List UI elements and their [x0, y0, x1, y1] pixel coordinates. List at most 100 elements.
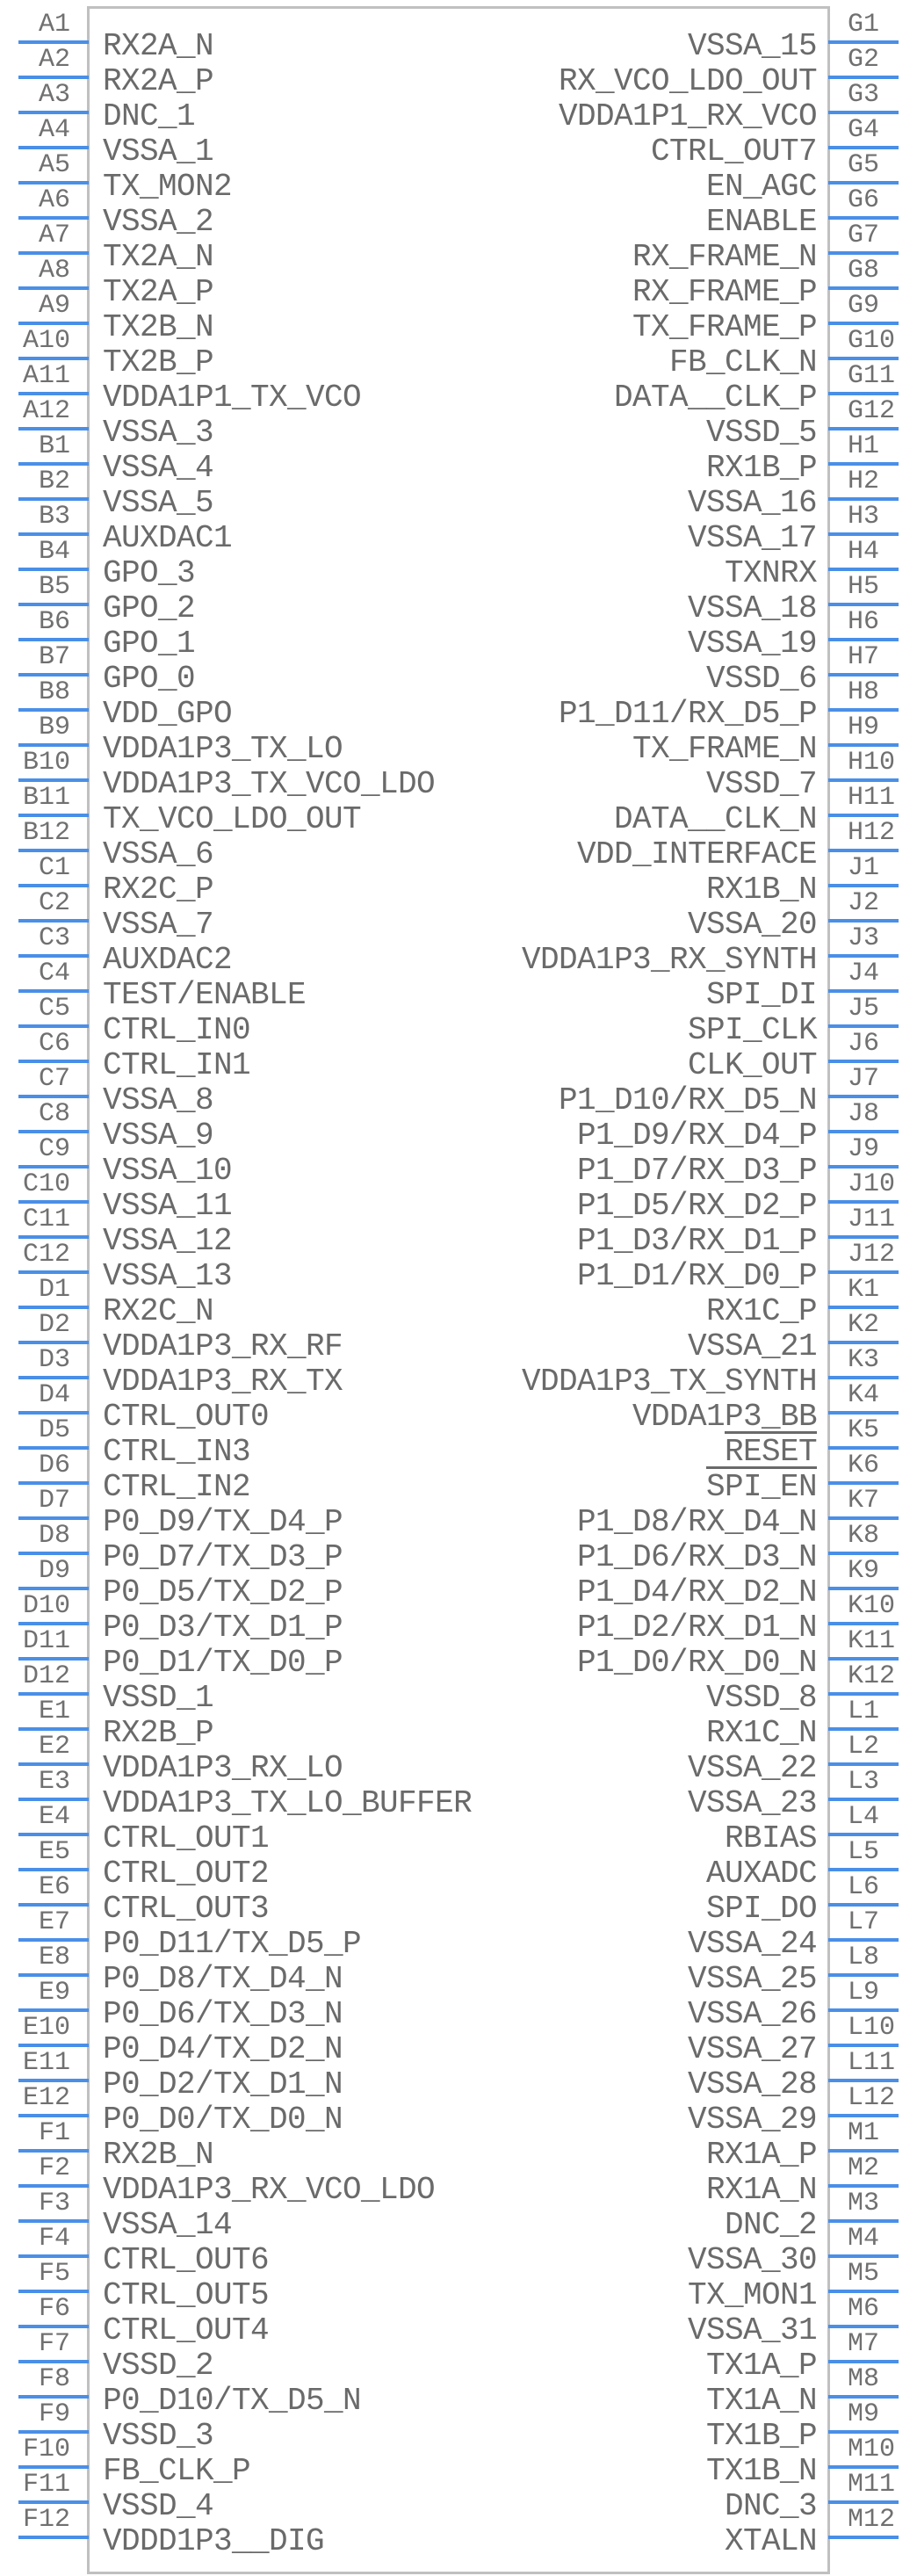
pin-line[interactable]: [18, 1657, 89, 1661]
pin-line[interactable]: [828, 357, 899, 360]
pin-line[interactable]: [18, 2008, 89, 2012]
pin-line[interactable]: [18, 568, 89, 571]
pin-line[interactable]: [828, 2430, 899, 2434]
pin-line[interactable]: [828, 1446, 899, 1450]
pin-line[interactable]: [18, 532, 89, 536]
pin-line[interactable]: [18, 111, 89, 114]
pin-line[interactable]: [828, 2254, 899, 2258]
pin-line[interactable]: [828, 2360, 899, 2363]
pin-line[interactable]: [828, 989, 899, 993]
pin-line[interactable]: [828, 1060, 899, 1063]
pin-line[interactable]: [18, 462, 89, 466]
pin-line[interactable]: [18, 778, 89, 782]
pin-line[interactable]: [18, 2465, 89, 2469]
pin-line[interactable]: [828, 1973, 899, 1977]
pin-line[interactable]: [18, 2219, 89, 2223]
pin-line[interactable]: [18, 181, 89, 185]
pin-line[interactable]: [18, 1552, 89, 1555]
pin-line[interactable]: [828, 251, 899, 255]
pin-line[interactable]: [18, 2254, 89, 2258]
pin-line[interactable]: [828, 2149, 899, 2153]
pin-line[interactable]: [828, 2044, 899, 2047]
pin-line[interactable]: [828, 568, 899, 571]
pin-line[interactable]: [828, 673, 899, 677]
pin-line[interactable]: [828, 1833, 899, 1836]
pin-line[interactable]: [828, 427, 899, 431]
pin-line[interactable]: [828, 1306, 899, 1309]
pin-line[interactable]: [18, 1165, 89, 1169]
pin-line[interactable]: [18, 2079, 89, 2082]
pin-line[interactable]: [18, 708, 89, 712]
pin-line[interactable]: [18, 2114, 89, 2117]
pin-line[interactable]: [828, 1727, 899, 1731]
pin-line[interactable]: [18, 919, 89, 923]
pin-line[interactable]: [18, 1376, 89, 1379]
pin-line[interactable]: [18, 2500, 89, 2504]
pin-line[interactable]: [18, 2325, 89, 2328]
pin-line[interactable]: [828, 814, 899, 817]
pin-line[interactable]: [18, 1622, 89, 1625]
pin-line[interactable]: [828, 2219, 899, 2223]
pin-line[interactable]: [828, 2184, 899, 2188]
pin-line[interactable]: [18, 216, 89, 220]
pin-line[interactable]: [828, 849, 899, 852]
pin-line[interactable]: [18, 814, 89, 817]
pin-line[interactable]: [828, 1376, 899, 1379]
pin-line[interactable]: [18, 2290, 89, 2293]
pin-line[interactable]: [828, 216, 899, 220]
pin-line[interactable]: [18, 286, 89, 290]
pin-line[interactable]: [18, 1903, 89, 1907]
pin-line[interactable]: [828, 2395, 899, 2399]
pin-line[interactable]: [18, 1235, 89, 1239]
pin-line[interactable]: [18, 146, 89, 149]
pin-line[interactable]: [18, 1481, 89, 1485]
pin-line[interactable]: [18, 1516, 89, 1520]
pin-line[interactable]: [18, 849, 89, 852]
pin-line[interactable]: [828, 1692, 899, 1696]
pin-line[interactable]: [18, 392, 89, 395]
pin-line[interactable]: [828, 884, 899, 887]
pin-line[interactable]: [828, 532, 899, 536]
pin-line[interactable]: [828, 1552, 899, 1555]
pin-line[interactable]: [828, 146, 899, 149]
pin-line[interactable]: [18, 1095, 89, 1098]
pin-line[interactable]: [828, 603, 899, 606]
pin-line[interactable]: [18, 2360, 89, 2363]
pin-line[interactable]: [828, 919, 899, 923]
pin-line[interactable]: [828, 286, 899, 290]
pin-line[interactable]: [828, 76, 899, 79]
pin-line[interactable]: [18, 1130, 89, 1133]
pin-line[interactable]: [18, 2395, 89, 2399]
pin-line[interactable]: [18, 2536, 89, 2539]
pin-line[interactable]: [18, 2184, 89, 2188]
pin-line[interactable]: [18, 1798, 89, 1801]
pin-line[interactable]: [828, 638, 899, 641]
pin-line[interactable]: [828, 708, 899, 712]
pin-line[interactable]: [828, 2536, 899, 2539]
pin-line[interactable]: [828, 1235, 899, 1239]
pin-line[interactable]: [18, 989, 89, 993]
pin-line[interactable]: [18, 497, 89, 501]
pin-line[interactable]: [18, 251, 89, 255]
pin-line[interactable]: [828, 2114, 899, 2117]
pin-line[interactable]: [828, 1411, 899, 1415]
pin-line[interactable]: [18, 76, 89, 79]
pin-line[interactable]: [828, 1587, 899, 1590]
pin-line[interactable]: [828, 1130, 899, 1133]
pin-line[interactable]: [18, 2044, 89, 2047]
pin-line[interactable]: [18, 603, 89, 606]
pin-line[interactable]: [18, 357, 89, 360]
pin-line[interactable]: [828, 2465, 899, 2469]
pin-line[interactable]: [18, 1341, 89, 1344]
pin-line[interactable]: [828, 778, 899, 782]
pin-line[interactable]: [18, 743, 89, 747]
pin-line[interactable]: [18, 1868, 89, 1871]
pin-line[interactable]: [18, 1692, 89, 1696]
pin-line[interactable]: [828, 111, 899, 114]
pin-line[interactable]: [828, 954, 899, 958]
pin-line[interactable]: [18, 40, 89, 44]
pin-line[interactable]: [18, 1411, 89, 1415]
pin-line[interactable]: [828, 1095, 899, 1098]
pin-line[interactable]: [828, 1903, 899, 1907]
pin-line[interactable]: [18, 1587, 89, 1590]
